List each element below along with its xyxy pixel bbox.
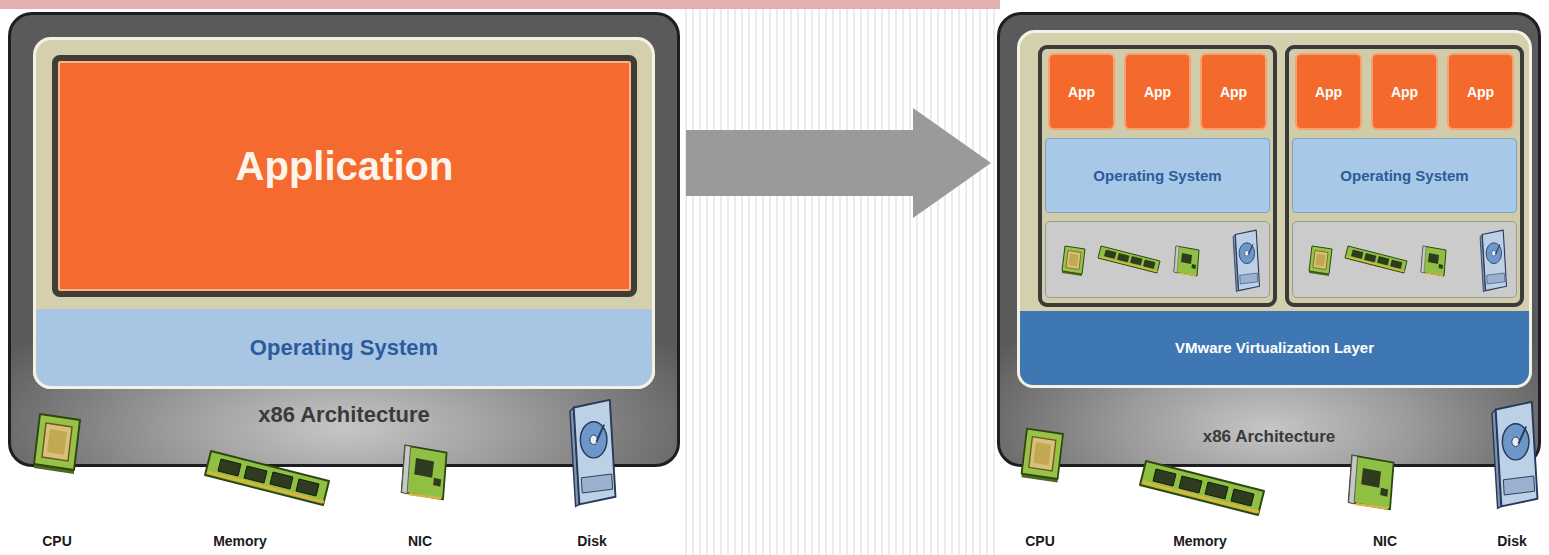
node-text: x86 Architecture <box>1000 426 1538 448</box>
virtualization-layer: VMware Virtualization Layer <box>1017 311 1532 388</box>
nic-icon <box>1174 246 1199 276</box>
os-band: Operating System <box>33 309 655 389</box>
label-holder: NIC <box>408 532 432 550</box>
app-box: App <box>1447 53 1514 130</box>
nic-icon <box>402 445 447 499</box>
os-box: Operating System <box>1045 138 1270 213</box>
label-holder: NIC <box>1373 532 1397 550</box>
memory-icon <box>1140 461 1264 515</box>
app-box: App <box>1048 53 1115 130</box>
node-text: App <box>1068 81 1095 103</box>
node-text: x86 Architecture <box>11 404 677 426</box>
app-box: App <box>1295 53 1362 130</box>
app-box: App <box>1200 53 1267 130</box>
hardware-label: NIC <box>1373 532 1397 550</box>
node-text: VMware Virtualization Layer <box>1175 337 1374 359</box>
label-holder: CPU <box>42 532 72 550</box>
memory-icon <box>1345 246 1407 273</box>
disk-icon <box>1480 230 1506 292</box>
disk-icon <box>570 400 616 506</box>
disk-icon <box>1492 402 1538 508</box>
node-text: App <box>1391 81 1418 103</box>
label-holder: CPU <box>1025 532 1055 550</box>
node-text: App <box>1315 81 1342 103</box>
node-text: Operating System <box>1093 165 1221 187</box>
label-holder: Memory <box>213 532 267 550</box>
node-text: Operating System <box>250 337 438 359</box>
node-text: Operating System <box>1340 165 1468 187</box>
hardware-label: NIC <box>408 532 432 550</box>
hardware-label: Disk <box>577 532 607 550</box>
label-holder: Disk <box>577 532 607 550</box>
cpu-icon <box>1309 246 1332 276</box>
hardware-label: Memory <box>213 532 267 550</box>
virtual-hardware-band <box>1292 221 1517 298</box>
node-text: App <box>1220 81 1247 103</box>
node-text: App <box>1467 81 1494 103</box>
virtual-hardware-band <box>1045 221 1270 298</box>
hardware-label: Memory <box>1173 532 1227 550</box>
block-arrow <box>686 108 991 218</box>
label-holder: Memory <box>1173 532 1227 550</box>
hardware-label: Disk <box>1497 532 1527 550</box>
host-panel: x86 Architecture App App App App App AppOperat… <box>997 12 1541 467</box>
node-text: App <box>1144 81 1171 103</box>
host-panel: x86 Architecture ApplicationOperating Sys… <box>8 12 680 467</box>
nic-icon <box>1421 246 1446 276</box>
cpu-icon <box>34 414 80 474</box>
label-holder: Disk <box>1497 532 1527 550</box>
node-text: Application <box>236 155 454 177</box>
top-band <box>0 0 1000 9</box>
nic-icon <box>1349 455 1394 509</box>
cpu-icon <box>1062 246 1085 276</box>
application-box: Application <box>52 55 637 297</box>
cpu-icon <box>1022 429 1063 483</box>
hardware-label: CPU <box>42 532 72 550</box>
os-box: Operating System <box>1292 138 1517 213</box>
app-box: App <box>1124 53 1191 130</box>
disk-icon <box>1233 230 1259 292</box>
hardware-label: CPU <box>1025 532 1055 550</box>
app-box: App <box>1371 53 1438 130</box>
striped-ground <box>680 0 1000 555</box>
memory-icon <box>1098 246 1160 273</box>
memory-icon <box>205 451 329 505</box>
